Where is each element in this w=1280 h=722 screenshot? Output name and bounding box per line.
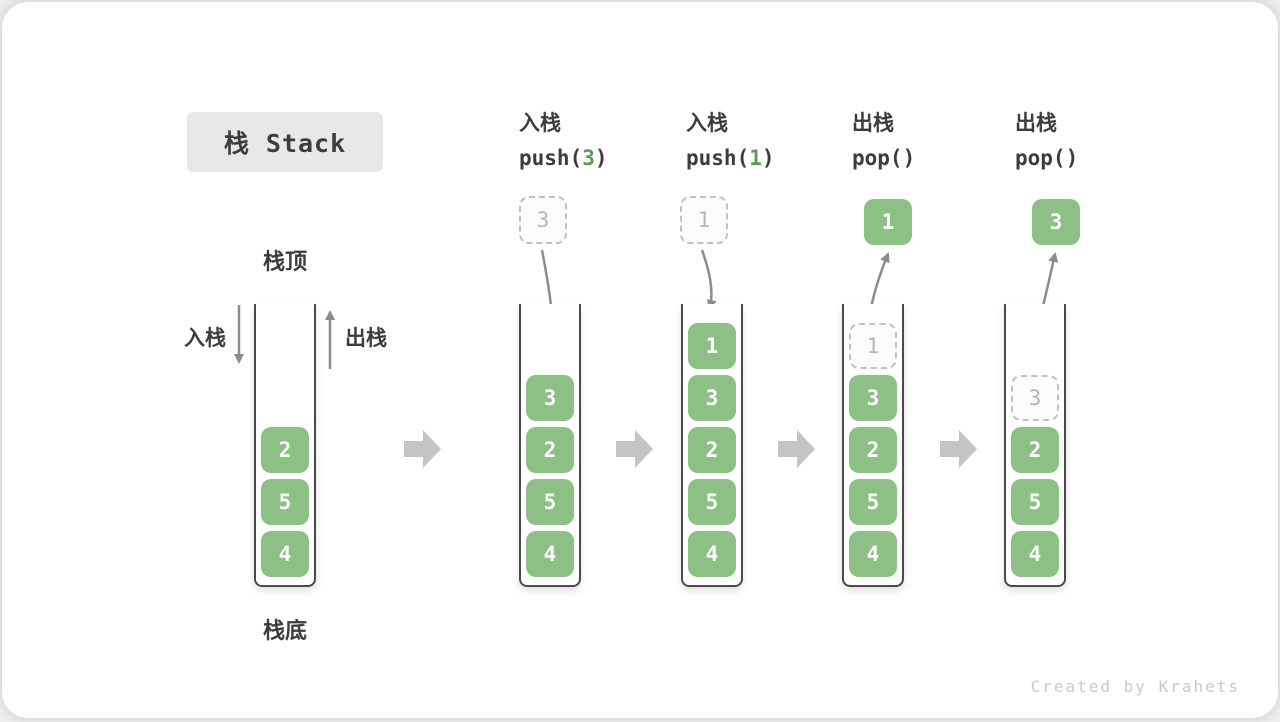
stack-2: 3 2 5 4 <box>519 304 581 587</box>
op-header-push-1: 入栈 push(1) <box>686 106 775 176</box>
code-pre: push( <box>519 146 583 170</box>
op-code: pop() <box>1015 140 1078 176</box>
stack-cell: 5 <box>849 479 897 525</box>
stack-3: 1 3 2 5 4 <box>681 304 743 587</box>
stack-top-label: 栈顶 <box>262 250 307 275</box>
stack-cell: 4 <box>849 531 897 577</box>
push-direction-label: 入栈 <box>184 326 226 350</box>
step-arrow-icon <box>616 430 653 468</box>
stack-cell: 3 <box>849 375 897 421</box>
stack-cell: 4 <box>526 531 574 577</box>
stack-1: 2 5 4 <box>254 304 316 587</box>
stack-cell: 5 <box>688 479 736 525</box>
stack-cell-ghost: 1 <box>849 323 897 369</box>
code-arg: 3 <box>582 146 595 170</box>
code-arg: 1 <box>749 146 762 170</box>
op-header-pop-1: 出栈 pop() <box>852 106 915 176</box>
op-code: push(3) <box>519 140 608 176</box>
stack-cell: 2 <box>688 427 736 473</box>
float-cell-pop: 1 <box>864 199 912 245</box>
op-header-pop-2: 出栈 pop() <box>1015 106 1078 176</box>
stack-4: 1 3 2 5 4 <box>842 304 904 587</box>
code-pre: push( <box>686 146 750 170</box>
stack-cell: 3 <box>688 375 736 421</box>
op-header-push-3: 入栈 push(3) <box>519 106 608 176</box>
stack-5: 3 2 5 4 <box>1004 304 1066 587</box>
step-arrow-icon <box>404 430 441 468</box>
stack-bottom-label: 栈底 <box>262 619 307 644</box>
float-cell-push: 1 <box>680 196 728 244</box>
op-label: 入栈 <box>686 111 728 135</box>
push-arrow-icon <box>700 249 717 310</box>
stack-cell: 2 <box>849 427 897 473</box>
title-badge: 栈 Stack <box>187 112 383 172</box>
op-label: 出栈 <box>852 111 894 135</box>
stack-cell: 3 <box>526 375 574 421</box>
stack-cell: 1 <box>688 323 736 369</box>
stack-cell: 4 <box>261 531 309 577</box>
code-pre: pop() <box>1015 146 1079 170</box>
float-cell-push: 3 <box>519 196 567 244</box>
code-post: ) <box>594 146 608 170</box>
stack-cell: 5 <box>1011 479 1059 525</box>
stack-cell-ghost: 3 <box>1011 375 1059 421</box>
stack-cell: 4 <box>688 531 736 577</box>
watermark: Created by Krahets <box>1030 677 1240 696</box>
pop-direction-label: 出栈 <box>345 326 387 350</box>
stack-cell: 5 <box>526 479 574 525</box>
op-label: 入栈 <box>519 111 561 135</box>
code-pre: pop() <box>852 146 916 170</box>
stack-cell: 2 <box>261 427 309 473</box>
step-arrow-icon <box>940 430 977 468</box>
stack-cell: 5 <box>261 479 309 525</box>
stack-cell: 2 <box>526 427 574 473</box>
code-post: ) <box>761 146 775 170</box>
op-code: pop() <box>852 140 915 176</box>
op-code: push(1) <box>686 140 775 176</box>
step-arrow-icon <box>778 430 815 468</box>
stack-cell: 4 <box>1011 531 1059 577</box>
op-label: 出栈 <box>1015 111 1057 135</box>
stack-cell: 2 <box>1011 427 1059 473</box>
float-cell-pop: 3 <box>1032 199 1080 245</box>
